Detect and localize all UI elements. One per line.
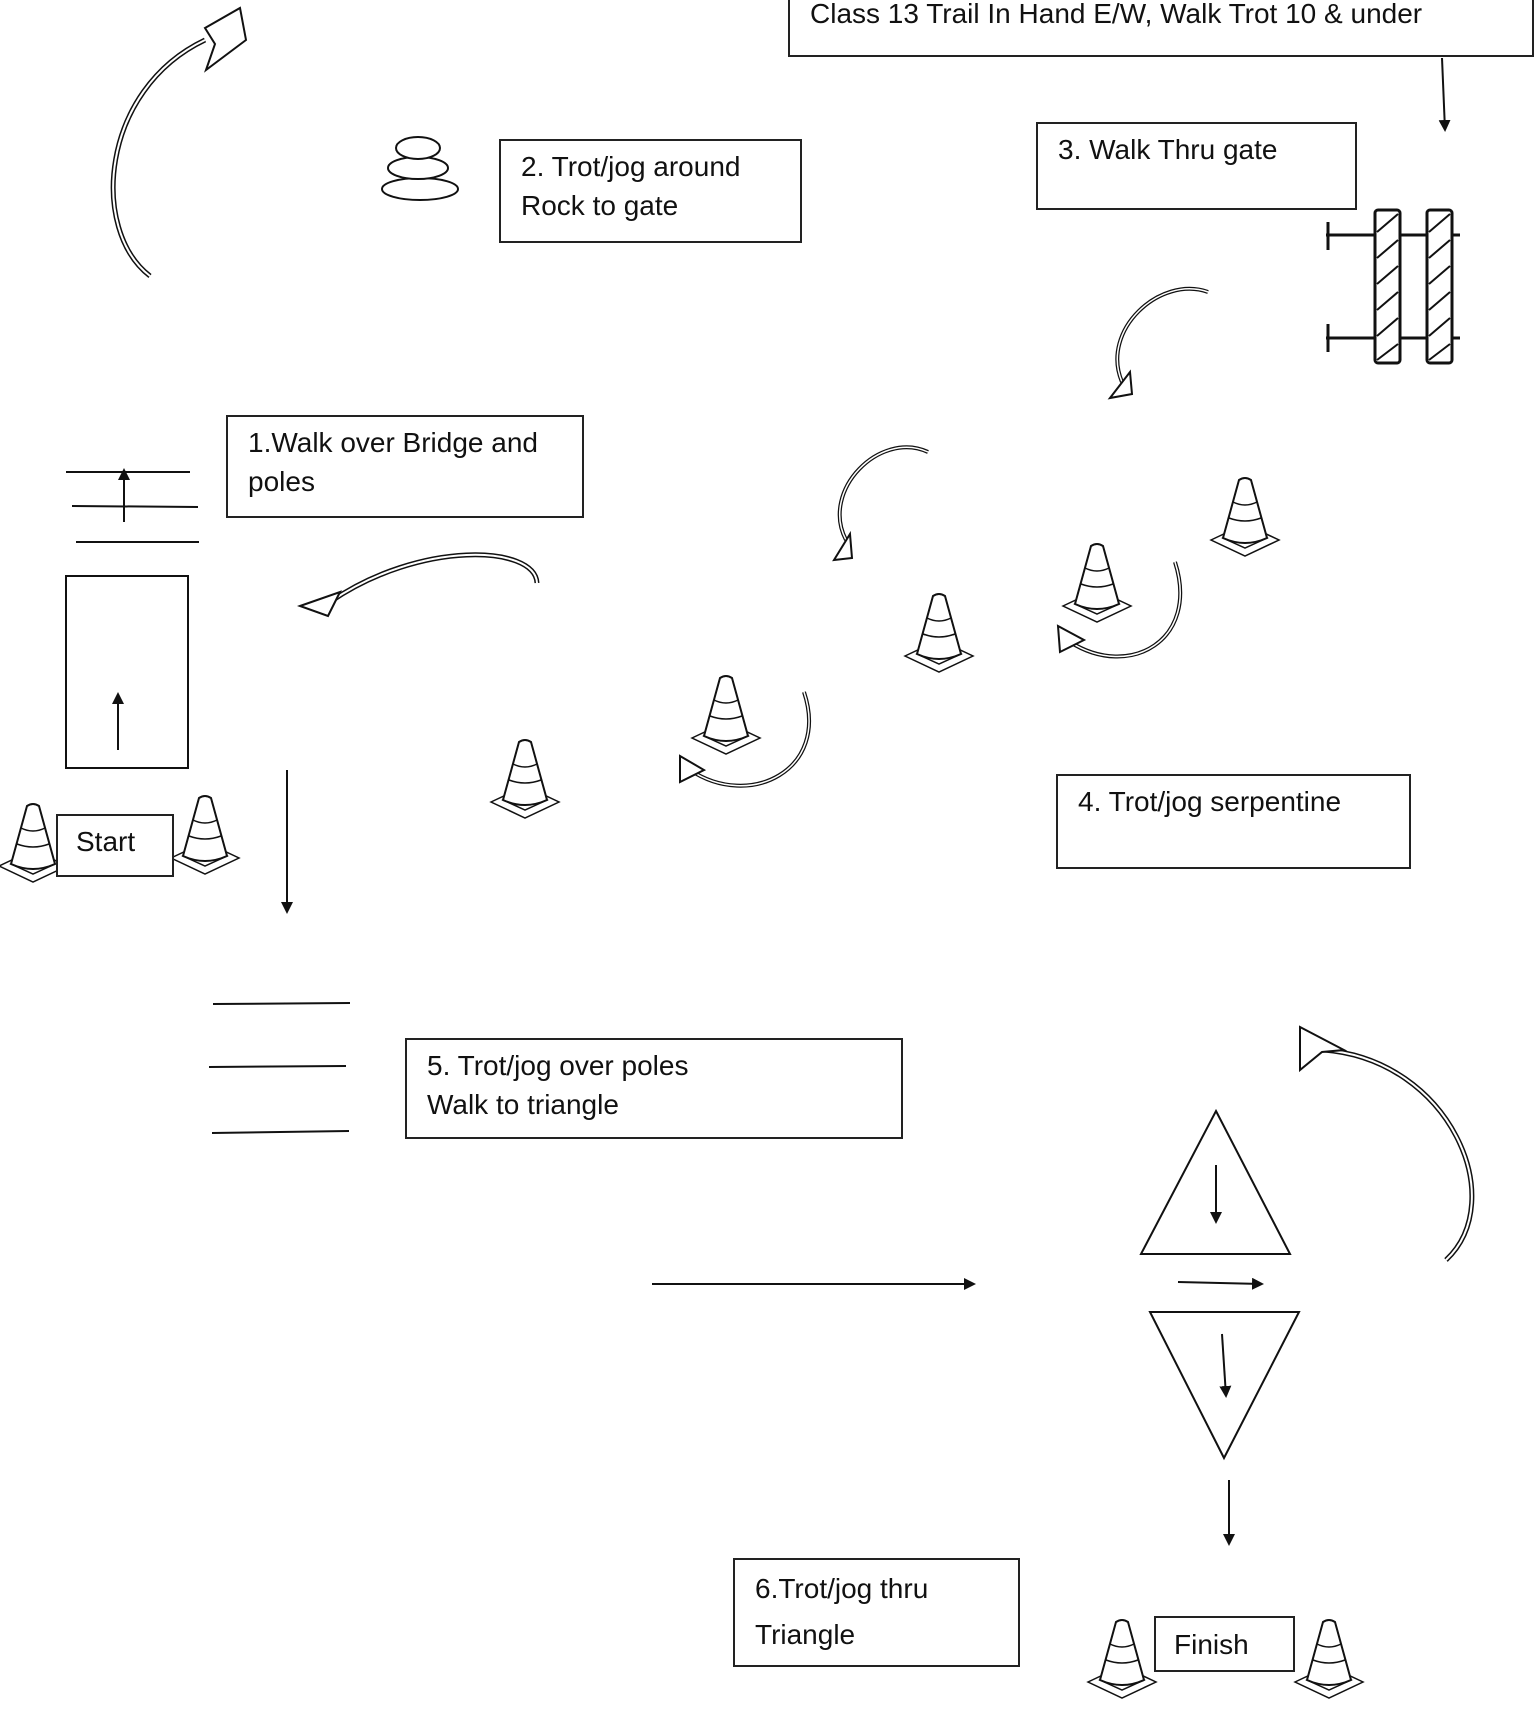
cone-icon (170, 795, 240, 875)
cone-icon (1210, 477, 1280, 557)
course-title: Class 13 Trail In Hand E/W, Walk Trot 10… (810, 0, 1423, 29)
cone-icon (490, 739, 560, 819)
rock-icon (381, 136, 459, 201)
arrow-title-to-gate (1438, 57, 1451, 132)
curved-arrow-triangle-return (1299, 1025, 1475, 1262)
serpentine-arrow-1 (679, 691, 812, 788)
step-2-line-2: Rock to gate (521, 190, 679, 221)
step-6-line-1: 6.Trot/jog thru (755, 1573, 929, 1604)
step-box-5: 5. Trot/jog over poles Walk to triangle (405, 1038, 903, 1139)
curved-arrow-bridge (297, 552, 540, 618)
start-box: Start (56, 814, 174, 877)
step-box-2: 2. Trot/jog around Rock to gate (499, 139, 802, 243)
step-2-line-1: 2. Trot/jog around (521, 151, 741, 182)
cone-icon (1062, 543, 1132, 623)
curved-arrow-gate-to-serpentine (1107, 286, 1209, 400)
step-4-line-1: 4. Trot/jog serpentine (1078, 786, 1342, 817)
serpentine-arrow-2 (832, 445, 929, 562)
ground-poles (208, 1002, 351, 1134)
finish-label: Finish (1174, 1629, 1249, 1660)
step-box-6: 6.Trot/jog thru Triangle (733, 1558, 1020, 1667)
gate-icon (1326, 208, 1460, 365)
step-1-line-2: poles (248, 466, 315, 497)
step-5-line-2: Walk to triangle (427, 1089, 619, 1120)
course-title-box: Class 13 Trail In Hand E/W, Walk Trot 10… (788, 0, 1534, 57)
step-3-line-1: 3. Walk Thru gate (1058, 134, 1278, 165)
start-label: Start (76, 826, 136, 857)
cone-icon (1087, 1619, 1157, 1699)
step-6-line-2: Triangle (755, 1619, 856, 1650)
triangle-obstacle (1139, 1108, 1301, 1546)
curved-arrow-top-left (110, 6, 248, 278)
step-box-1: 1.Walk over Bridge and poles (226, 415, 584, 518)
cone-icon (1294, 1619, 1364, 1699)
cone-icon (904, 593, 974, 673)
cone-icon (691, 675, 761, 755)
step-5-line-1: 5. Trot/jog over poles (427, 1050, 689, 1081)
step-box-4: 4. Trot/jog serpentine (1056, 774, 1411, 869)
step-1-line-1: 1.Walk over Bridge and (248, 427, 538, 458)
finish-box: Finish (1154, 1616, 1295, 1672)
serpentine-arrow-3 (1056, 561, 1183, 659)
bridge-poles (65, 468, 199, 769)
step-box-3: 3. Walk Thru gate (1036, 122, 1357, 210)
